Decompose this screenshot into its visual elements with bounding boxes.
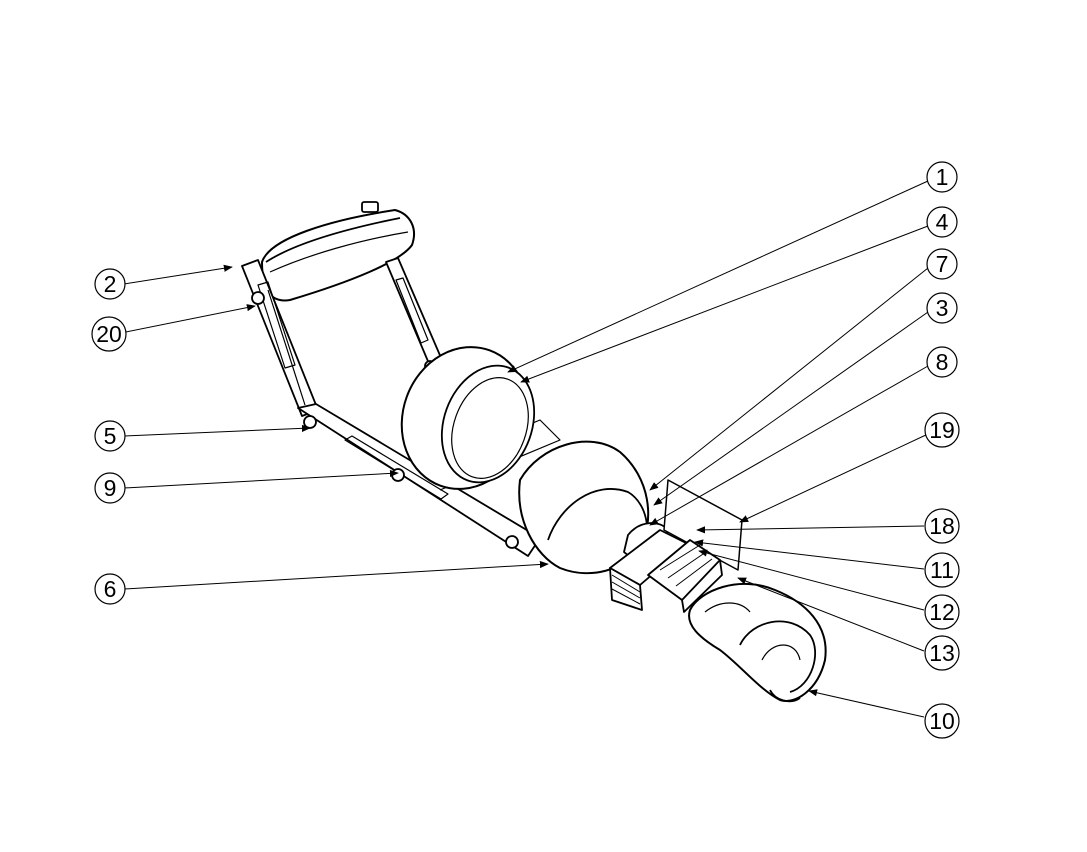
upper-cuff (261, 201, 415, 302)
balloon-6-label: 6 (104, 576, 117, 602)
leader-11 (694, 539, 925, 570)
balloon-1: 1 (926, 161, 958, 193)
balloon-7-label: 7 (936, 251, 949, 277)
leader-10 (808, 689, 925, 718)
balloon-7: 7 (926, 248, 958, 280)
balloon-19: 19 (924, 412, 960, 448)
leader-9 (123, 469, 399, 489)
balloon-13: 13 (924, 635, 960, 671)
leader-6 (123, 560, 549, 590)
balloon-9-label: 9 (104, 475, 117, 501)
balloon-20-label: 20 (96, 321, 122, 347)
balloon-2-label: 2 (104, 271, 117, 297)
left-upright-bar (241, 259, 319, 417)
leader-1 (507, 180, 929, 373)
balloon-4: 4 (926, 206, 958, 238)
balloon-8-label: 8 (936, 349, 949, 375)
balloon-5-label: 5 (104, 423, 117, 449)
balloon-12-label: 12 (929, 599, 955, 625)
part-geometry (241, 201, 827, 703)
balloon-10-label: 10 (929, 708, 955, 734)
leader-2 (123, 264, 233, 285)
leader-13 (737, 577, 925, 652)
leader-lines (123, 180, 929, 718)
right-upright-bar (385, 257, 443, 372)
balloon-12: 12 (924, 594, 960, 630)
leader-12 (698, 549, 925, 611)
leader-8 (649, 365, 929, 526)
elbow-ring (400, 346, 536, 490)
balloon-3-label: 3 (936, 295, 949, 321)
balloon-5: 5 (94, 420, 126, 452)
balloon-10: 10 (924, 703, 960, 739)
leader-7 (649, 267, 929, 491)
balloon-2: 2 (94, 268, 126, 300)
balloon-9: 9 (94, 472, 126, 504)
balloon-6: 6 (94, 573, 126, 605)
leader-19 (739, 433, 929, 523)
balloon-4-label: 4 (936, 209, 949, 235)
plate (663, 479, 743, 571)
balloon-1-label: 1 (936, 164, 949, 190)
balloon-20: 20 (91, 316, 127, 352)
balloon-11-label: 11 (930, 557, 954, 583)
balloon-3: 3 (926, 292, 958, 324)
leader-3 (653, 311, 929, 506)
balloon-11: 11 (924, 552, 960, 588)
balloon-19-label: 19 (929, 417, 955, 443)
leader-4 (520, 225, 929, 383)
balloon-13-label: 13 (929, 640, 955, 666)
leader-20 (125, 304, 256, 333)
balloon-18-label: 18 (929, 513, 955, 539)
leader-5 (123, 424, 311, 437)
balloon-18: 18 (924, 508, 960, 544)
balloons: 1 4 7 3 8 19 18 11 12 13 10 2 20 5 9 6 (91, 161, 960, 739)
balloon-8: 8 (926, 346, 958, 378)
hand (688, 582, 827, 703)
leader-18 (696, 525, 925, 534)
